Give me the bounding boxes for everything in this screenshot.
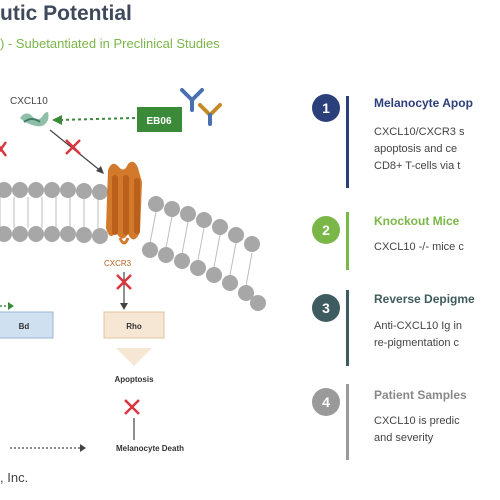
step-2-title: Knockout Mice	[374, 214, 460, 228]
bd-box	[0, 311, 54, 339]
membrane-tails	[0, 197, 253, 287]
eb06-box	[137, 107, 182, 132]
step-3-number: 3	[312, 294, 340, 322]
step-3-bar	[346, 290, 349, 366]
step-1-number: 1	[312, 94, 340, 122]
step-1-desc-line: apoptosis and ce	[374, 143, 458, 155]
step-1-desc-line: CD8+ T-cells via t	[374, 160, 461, 172]
cross-icon	[116, 274, 132, 290]
left-dashed-arrowhead	[8, 302, 14, 310]
cross-icon	[0, 141, 8, 157]
cxcl10-ligand-icon	[20, 112, 49, 127]
eb06-arrowhead	[52, 115, 62, 125]
step-3-title: Reverse Depigme	[374, 292, 475, 306]
rho-box	[103, 311, 165, 339]
ligand-receptor-arrowhead	[96, 166, 104, 174]
funnel-arrow	[116, 348, 152, 366]
eb06-label: EB06	[146, 116, 171, 127]
apoptosis-label: Apoptosis	[114, 375, 154, 384]
footer-company: , Inc.	[0, 470, 29, 485]
cross-icon	[65, 139, 81, 155]
step-3-desc-line: re-pigmentation c	[374, 337, 459, 349]
eb06-inhibition-line	[57, 117, 136, 121]
step-2-number: 2	[312, 216, 340, 244]
step-1-title: Melanocyte Apop	[374, 96, 473, 110]
cxcr3-label: CXCR3	[104, 259, 132, 268]
step-2-desc-line: CXCL10 -/- mice c	[374, 241, 464, 253]
step-1-bar	[346, 96, 349, 188]
antibody-icon	[180, 88, 222, 126]
page-subtitle: ) - Subetantiated in Preclinical Studies	[0, 36, 220, 51]
melanocyte-death-label: Melanocyte Death	[116, 444, 184, 453]
step-3-desc-line: Anti-CXCL10 Ig in	[374, 320, 463, 332]
step-4-number: 4	[312, 388, 340, 416]
bd-label: Bd	[19, 322, 30, 331]
step-4-desc-line: and severity	[374, 432, 434, 444]
step-4-bar	[346, 384, 349, 460]
death-dashed-arrowhead	[80, 444, 86, 452]
rho-label: Rho	[126, 322, 142, 331]
page-title: utic Potential	[0, 2, 132, 25]
step-4-desc-line: CXCL10 is predic	[374, 415, 460, 427]
cxcr3-receptor	[106, 161, 142, 245]
step-4-title: Patient Samples	[374, 388, 467, 402]
pathway-diagram: CXCR3 CXCL10 EB06 Bd Rho Apoptosis	[0, 88, 266, 453]
cxcl10-label: CXCL10	[10, 96, 48, 107]
step-1-desc-line: CXCL10/CXCR3 s	[374, 126, 465, 138]
receptor-rho-arrowhead	[120, 303, 128, 310]
cross-icon	[124, 399, 140, 415]
membrane-bottom-leaflet	[0, 226, 266, 311]
membrane-top-leaflet	[0, 182, 260, 252]
step-2-bar	[346, 212, 349, 270]
